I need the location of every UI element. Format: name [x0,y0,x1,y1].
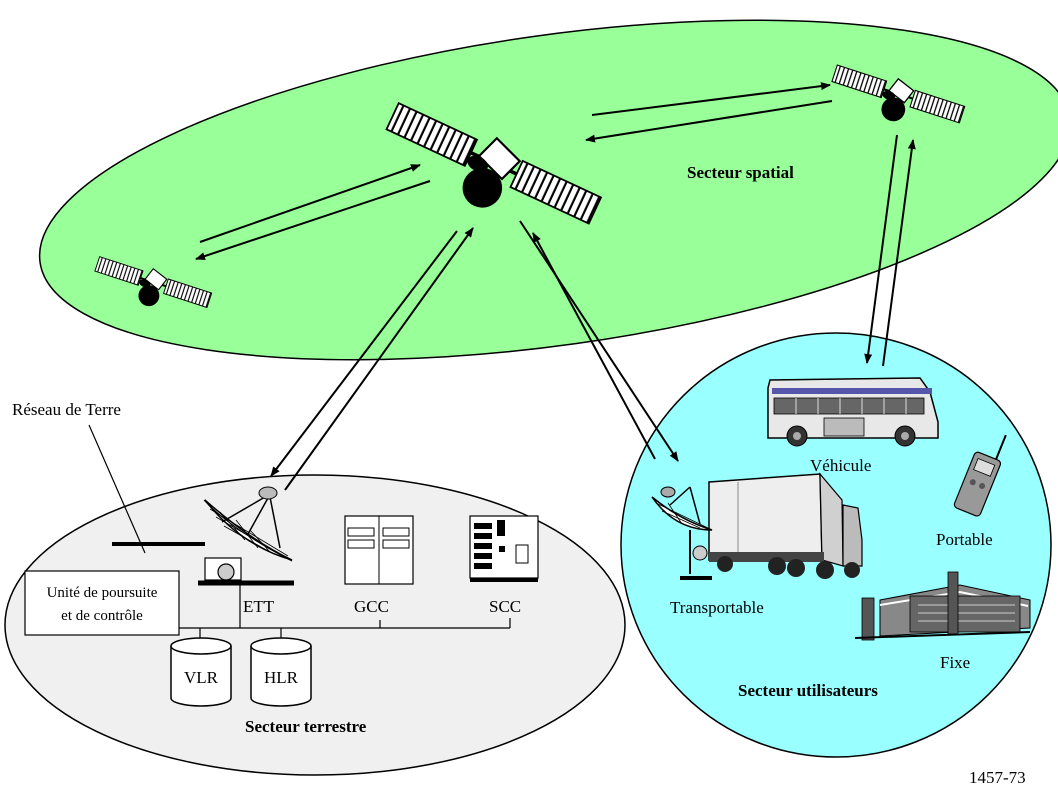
ett-label: ETT [243,597,275,616]
user-sector-label: Secteur utilisateurs [738,681,878,700]
gcc-cabinet-icon [344,515,414,585]
portable-label: Portable [936,530,993,549]
tracking-control-label-line1: Unité de poursuite [47,585,158,601]
truck-icon [708,472,863,579]
handheld-phone-icon [953,434,1007,517]
vlr-database-icon [170,637,232,707]
terrestrial-network-line [88,424,205,554]
scc-cabinet-icon [469,515,539,582]
vlr-label: VLR [184,668,219,687]
bus-icon [767,377,939,447]
gcc-label: GCC [354,597,389,616]
earth-station-antenna-icon [198,486,294,586]
space-sector-label: Secteur spatial [687,163,794,182]
scc-label: SCC [489,597,521,616]
inter-satellite-links [195,82,833,260]
vehicle-label: Véhicule [810,456,871,475]
figure-id-label: 1457-73 [969,768,1026,787]
terrestrial-sector-label: Secteur terrestre [245,717,367,736]
fixed-label: Fixe [940,653,970,672]
transportable-label: Transportable [670,598,764,617]
transportable-antenna-icon [651,486,713,580]
tracking-control-label-line2: et de contrôle [61,608,143,624]
terrestrial-network-label: Réseau de Terre [12,400,121,419]
hlr-label: HLR [264,668,299,687]
tracking-control-box [24,570,180,636]
hlr-database-icon [250,637,312,707]
terrestrial-bus [179,585,511,640]
feeder-links [270,134,916,491]
building-icon [854,571,1031,641]
